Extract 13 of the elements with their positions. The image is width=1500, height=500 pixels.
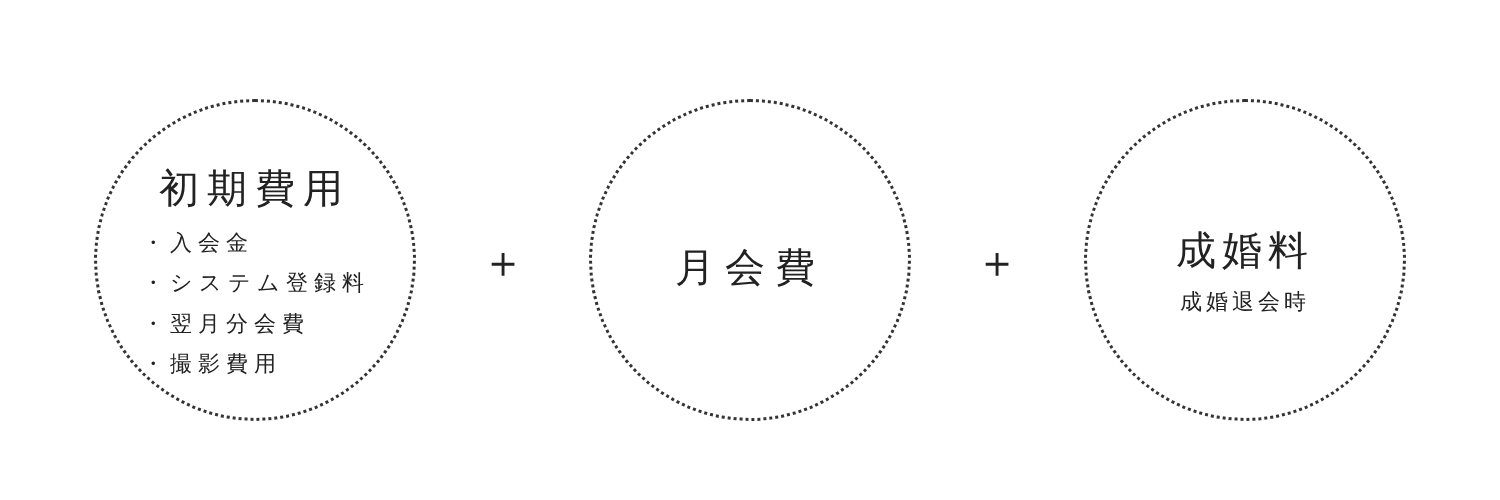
list-item: ・翌月分会費 <box>142 310 310 338</box>
list-item: ・システム登録料 <box>142 269 370 297</box>
plus-sign: ＋ <box>481 240 525 284</box>
heading: 初期費用 <box>159 164 351 212</box>
heading: 成婚料 <box>1176 226 1314 274</box>
circle-node <box>1084 99 1406 421</box>
heading: 月会費 <box>675 243 825 291</box>
plus-sign: ＋ <box>975 240 1019 284</box>
circle-node <box>94 99 416 421</box>
subheading: 成婚退会時 <box>1180 288 1310 316</box>
list-item: ・撮影費用 <box>142 350 282 378</box>
list-item: ・入会金 <box>142 229 254 257</box>
circle-node <box>589 99 911 421</box>
